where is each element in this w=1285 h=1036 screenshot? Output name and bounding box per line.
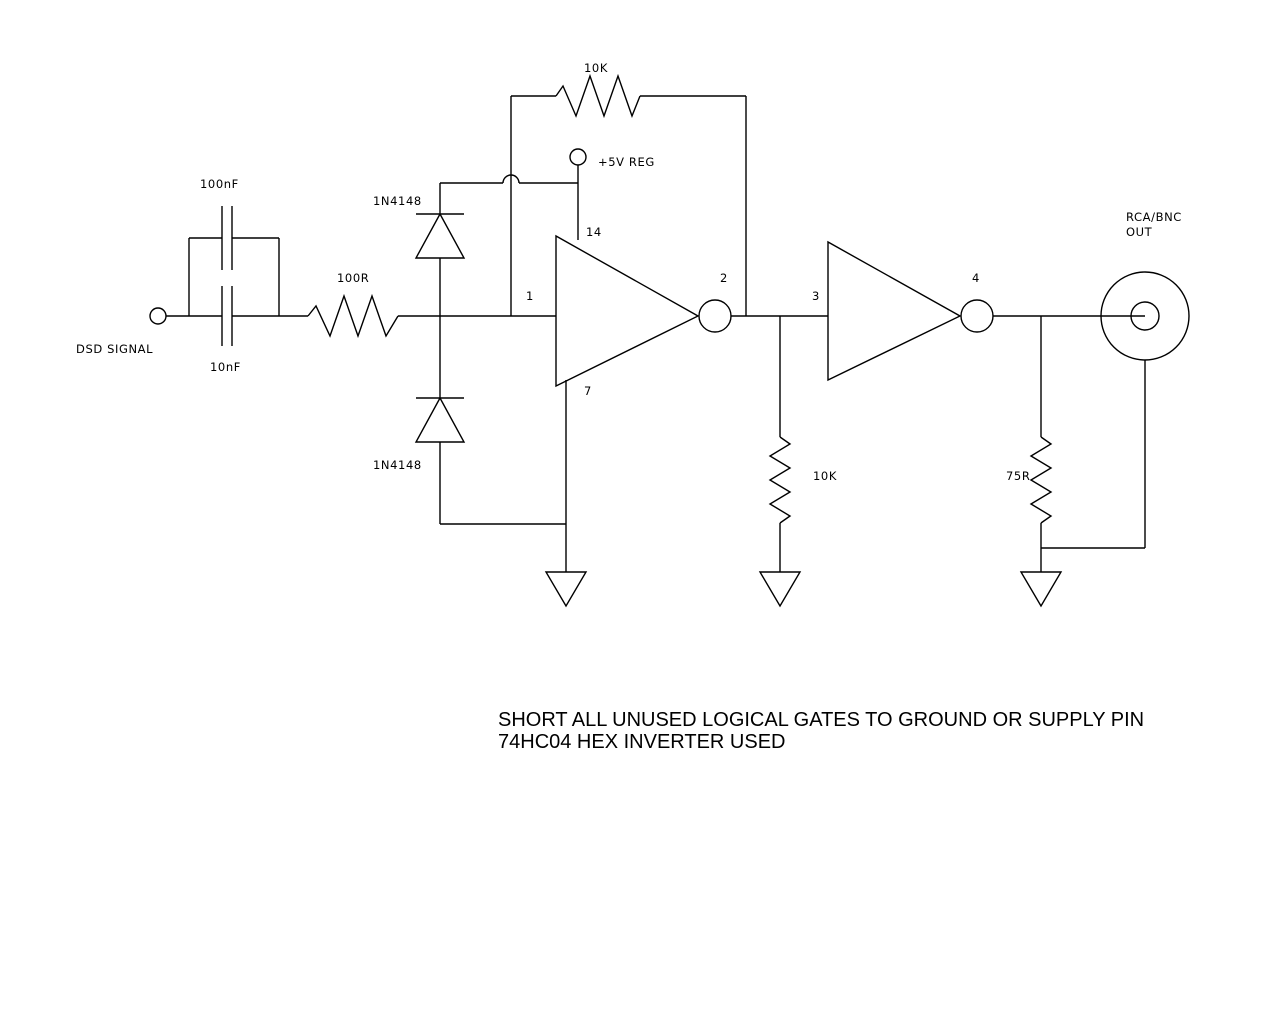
- supply-terminal: [569, 148, 587, 166]
- ground-symbol-2: [758, 571, 802, 608]
- diode-bottom: [414, 316, 466, 524]
- inverter-gate-2: [827, 240, 962, 382]
- output-connector-outer: [1100, 271, 1190, 361]
- label-pin14: 14: [586, 225, 602, 239]
- supply-wire: [440, 165, 579, 240]
- input-terminal: [149, 307, 167, 325]
- label-r-feedback: 10K: [584, 61, 608, 75]
- label-pin3: 3: [812, 289, 820, 303]
- label-pin4: 4: [972, 271, 980, 285]
- feedback-wire: [510, 95, 747, 316]
- label-r-series: 100R: [337, 271, 369, 285]
- note-line-1: SHORT ALL UNUSED LOGICAL GATES TO GROUND…: [498, 709, 1144, 731]
- inverter-gate-1: [555, 234, 700, 388]
- label-cap-100n: 100nF: [200, 177, 239, 191]
- label-r-pulldown: 10K: [813, 469, 837, 483]
- ground-symbol-1: [544, 571, 588, 608]
- resistor-termination-75r: [1029, 436, 1053, 524]
- label-pin2: 2: [720, 271, 728, 285]
- label-cap-10n: 10nF: [210, 360, 241, 374]
- inverter-bubble-1: [698, 299, 732, 333]
- label-diode-bottom: 1N4148: [373, 458, 422, 472]
- ground-wire-gate1: [440, 380, 567, 572]
- resistor-feedback-10k: [555, 73, 641, 119]
- ground-symbol-3: [1019, 571, 1063, 608]
- output-connector-inner: [1130, 301, 1160, 331]
- label-diode-top: 1N4148: [373, 194, 422, 208]
- label-supply: +5V REG: [598, 155, 655, 169]
- capacitor-parallel-block: [188, 206, 308, 346]
- label-input: DSD SIGNAL: [76, 342, 153, 356]
- label-pin7: 7: [584, 384, 592, 398]
- label-pin1: 1: [526, 289, 534, 303]
- label-output-line1: RCA/BNC: [1126, 210, 1182, 224]
- diode-top: [414, 183, 466, 316]
- note-line-2: 74HC04 HEX INVERTER USED: [498, 731, 786, 753]
- inverter-bubble-2: [960, 299, 994, 333]
- resistor-pulldown-10k: [768, 436, 792, 524]
- resistor-100r: [307, 293, 399, 339]
- label-output-line2: OUT: [1126, 225, 1153, 239]
- label-r-term: 75R: [1006, 469, 1030, 483]
